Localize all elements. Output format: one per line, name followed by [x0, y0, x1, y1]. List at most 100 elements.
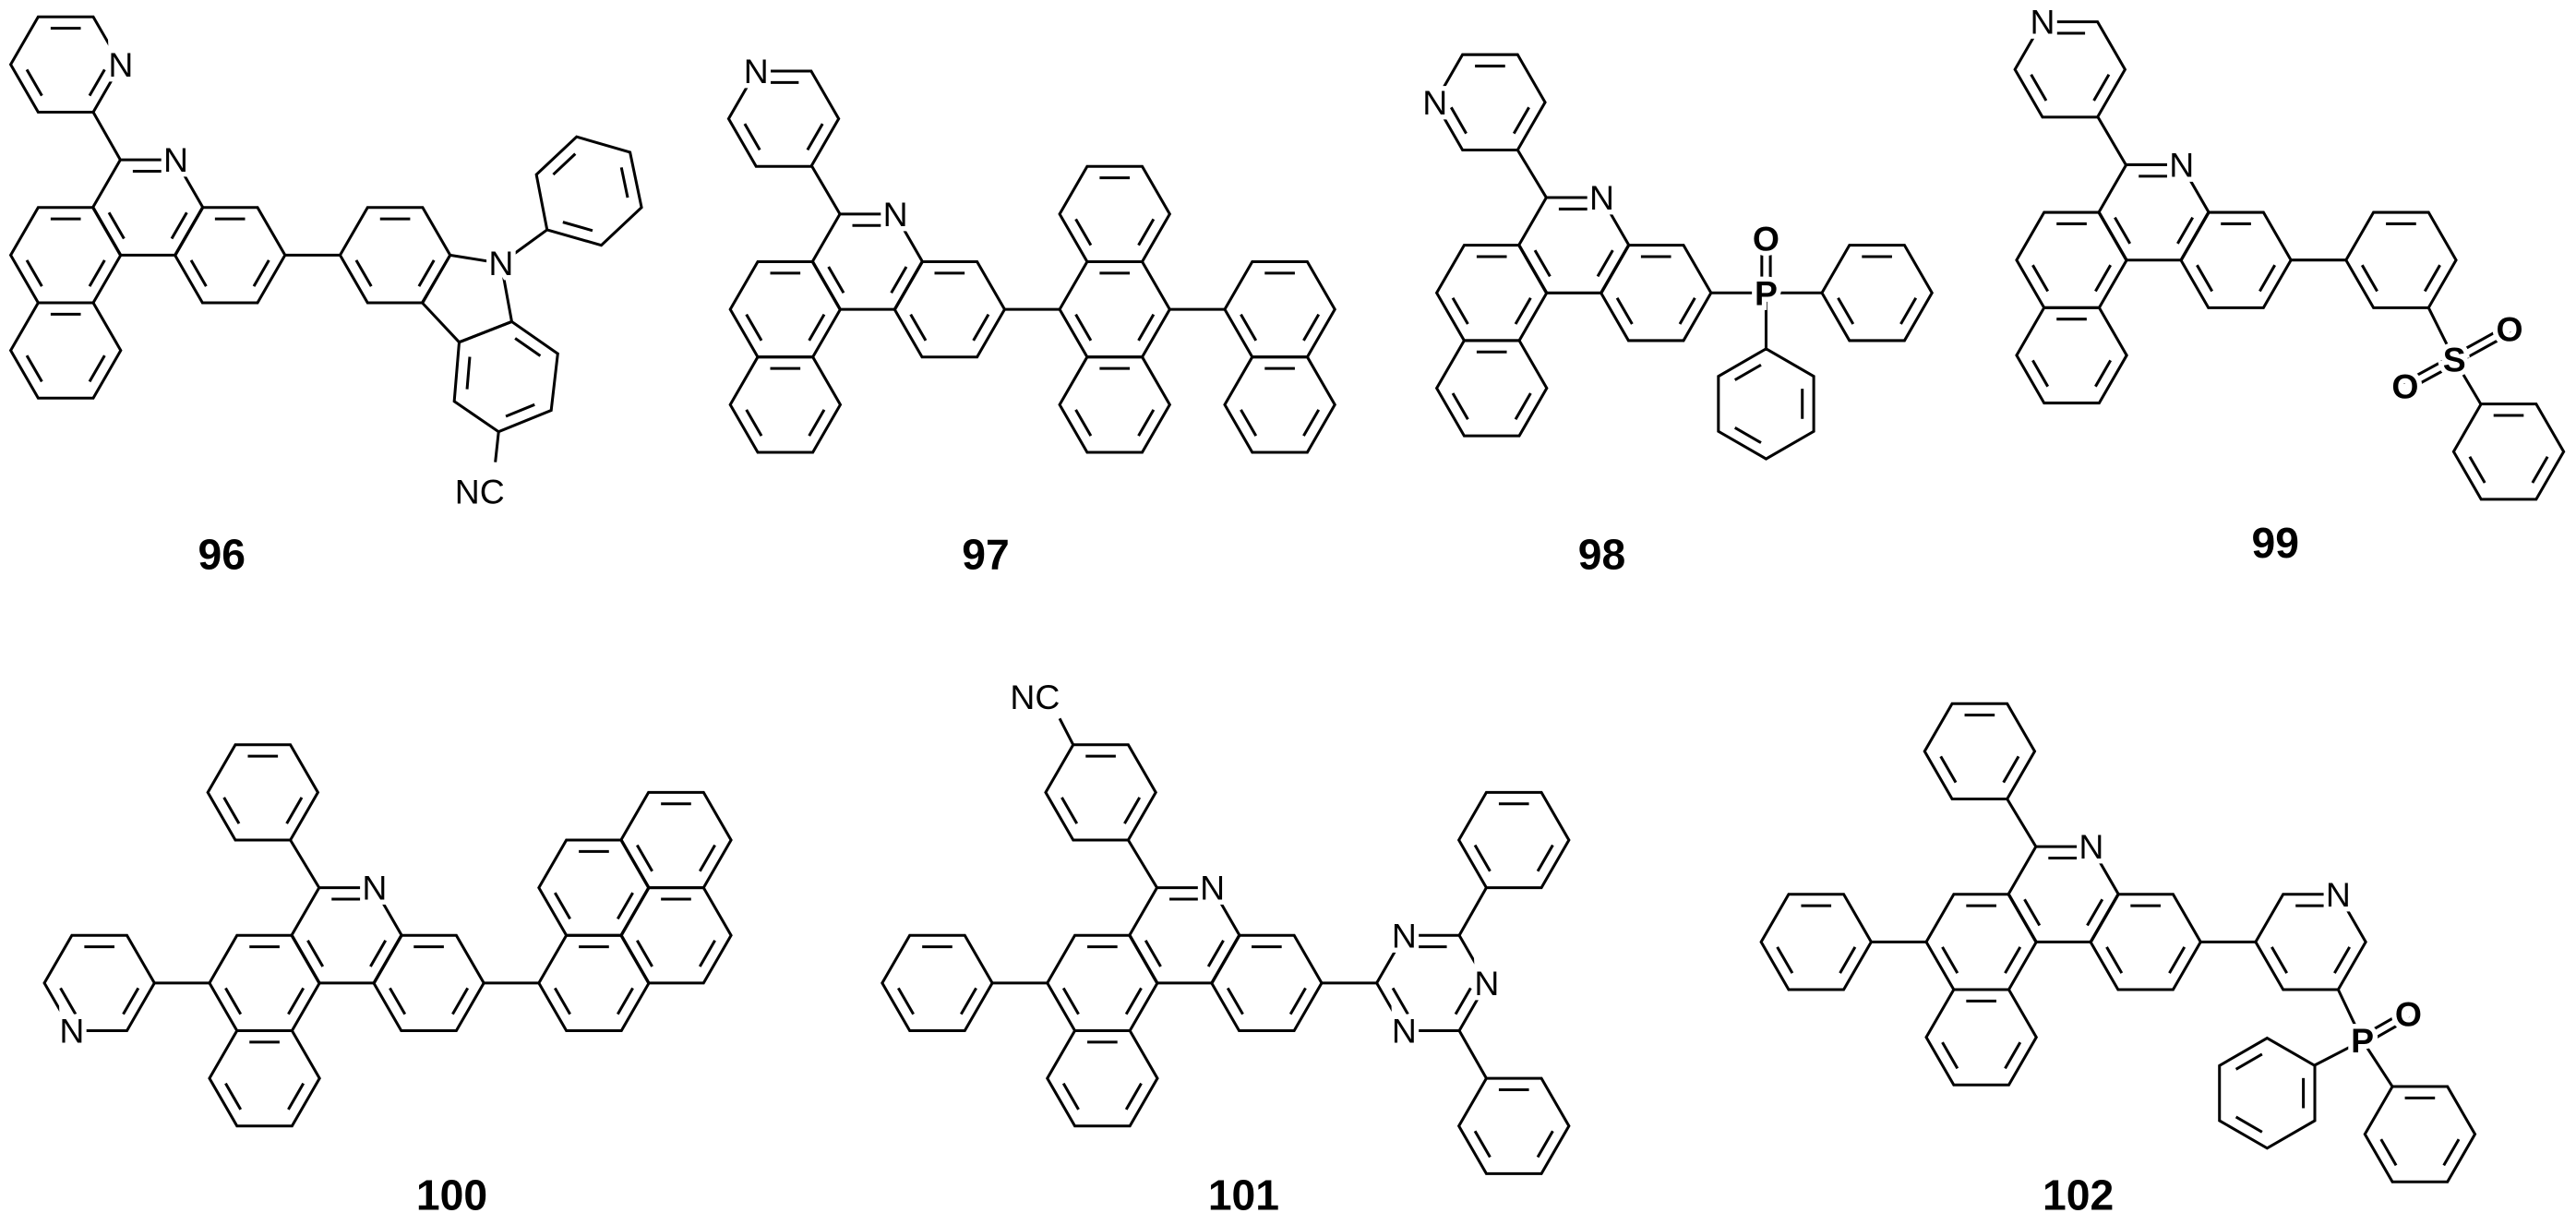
- bond: [1137, 313, 1156, 342]
- bond: [88, 259, 106, 287]
- bond: [88, 354, 106, 383]
- bond: [25, 259, 43, 287]
- aromatic-ring: [1433, 53, 1547, 151]
- bond: [698, 844, 716, 872]
- ring-outline: [537, 933, 651, 1033]
- ring-outline: [1923, 702, 2037, 801]
- bond: [1074, 409, 1093, 437]
- ring-outline: [8, 301, 123, 400]
- atom-label-nc: NC: [455, 473, 505, 511]
- aromatic-ring: [1058, 259, 1172, 359]
- bond: [1615, 297, 1634, 325]
- aromatic-ring: [2179, 210, 2293, 309]
- bond: [252, 259, 270, 287]
- aromatic-ring: [881, 933, 994, 1033]
- ring-outline: [208, 1028, 321, 1128]
- bond: [189, 259, 208, 287]
- aromatic-ring: [2015, 306, 2128, 405]
- ring-outline: [2013, 20, 2127, 119]
- bond: [2336, 989, 2364, 1041]
- bond: [25, 354, 43, 383]
- aromatic-ring: [8, 301, 123, 400]
- bond: [224, 1082, 243, 1111]
- bond: [2451, 324, 2509, 357]
- bond: [1454, 987, 1472, 1015]
- aromatic-ring: [1434, 244, 1549, 342]
- atom-label-n: N: [488, 244, 513, 282]
- bond: [2114, 216, 2132, 245]
- bond: [514, 337, 542, 357]
- atom-label-o: O: [2497, 309, 2523, 348]
- bond: [285, 797, 304, 824]
- bond: [1240, 313, 1258, 342]
- aromatic-ring: [42, 933, 157, 1033]
- ring-outline: [1599, 244, 1713, 342]
- ring-outline: [1434, 244, 1549, 342]
- bond: [59, 987, 78, 1015]
- bond: [909, 313, 928, 342]
- bond: [810, 165, 842, 215]
- ring-outline: [1759, 893, 1874, 991]
- atom-label-p: P: [2351, 1021, 2374, 1060]
- bond: [808, 409, 826, 437]
- bond: [107, 211, 126, 240]
- bond: [2030, 73, 2048, 102]
- bond: [2270, 946, 2289, 974]
- atom-label-n: N: [1392, 916, 1417, 955]
- ring-outline: [2089, 893, 2203, 991]
- bond: [369, 940, 388, 967]
- ring-outline: [2363, 1085, 2477, 1183]
- bond: [2455, 331, 2513, 365]
- bond: [2096, 116, 2127, 166]
- compound-number-label: 100: [416, 1171, 487, 1219]
- bond: [2468, 455, 2486, 484]
- bond: [1137, 409, 1156, 437]
- compound-96: N N N NC 96: [8, 15, 643, 578]
- aromatic-ring: [452, 319, 559, 434]
- aromatic-ring: [208, 1028, 321, 1128]
- bond: [1144, 940, 1162, 967]
- bond: [1536, 844, 1554, 872]
- ring-outline: [726, 69, 841, 168]
- bond: [1449, 106, 1468, 135]
- bond: [2426, 306, 2456, 361]
- ring-outline: [2451, 402, 2566, 501]
- bond: [1240, 409, 1258, 437]
- aromatic-ring: [2218, 1036, 2317, 1150]
- bond: [1941, 946, 1959, 974]
- bond: [1206, 940, 1225, 967]
- atom-label-n: N: [883, 195, 908, 234]
- bond: [2168, 946, 2187, 974]
- bond: [2360, 264, 2378, 293]
- aromatic-ring: [1045, 933, 1159, 1033]
- bond: [2258, 264, 2277, 293]
- bond: [88, 68, 106, 97]
- aromatic-ring: [8, 206, 123, 305]
- aromatic-ring: [1044, 743, 1157, 842]
- ring-outline: [619, 886, 733, 985]
- bond: [287, 1082, 306, 1111]
- bond: [1451, 297, 1469, 325]
- bond: [1899, 297, 1918, 325]
- bond: [2235, 1052, 2263, 1071]
- atom-label-n: N: [59, 1012, 84, 1051]
- atom-label-n: N: [163, 140, 188, 179]
- bond: [1061, 987, 1080, 1015]
- bond: [698, 940, 716, 967]
- bond: [2235, 1115, 2263, 1134]
- bond: [25, 68, 43, 97]
- ring-outline: [619, 790, 733, 890]
- ring-outline: [42, 933, 157, 1033]
- bond: [1074, 313, 1093, 342]
- bond: [806, 123, 824, 151]
- bond: [289, 839, 321, 889]
- bond: [2333, 946, 2351, 974]
- atom-label-n: N: [108, 45, 133, 84]
- bond: [554, 892, 571, 920]
- ring-outline: [1456, 1076, 1571, 1175]
- compound-number-label: 96: [198, 530, 246, 578]
- aromatic-ring: [1820, 244, 1934, 342]
